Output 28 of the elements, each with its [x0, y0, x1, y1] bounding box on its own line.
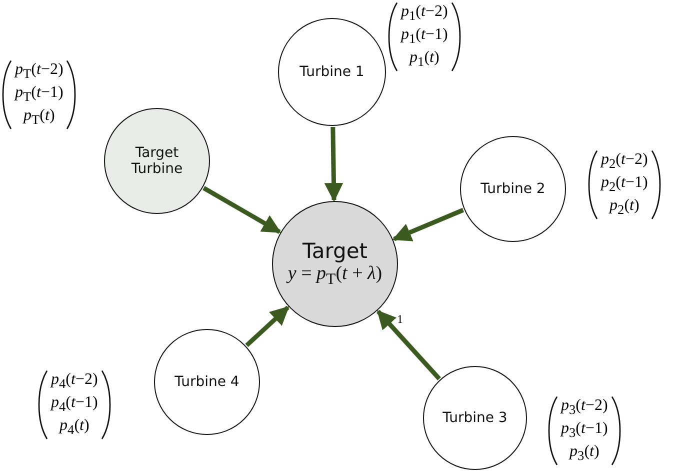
vector-entry: p$_{1}$(t−2) [401, 2, 448, 26]
vector-entry: p$_{T}$(t−2) [15, 60, 64, 84]
node-label: Turbine 1 [298, 64, 366, 80]
node-label: Turbine 2 [480, 181, 546, 197]
arrow [202, 186, 282, 234]
vector-entry: p$_{1}$(t) [410, 48, 440, 72]
arrow [245, 306, 290, 348]
node-label: Turbine 4 [174, 374, 240, 390]
arrow [376, 310, 441, 380]
arrow [392, 208, 464, 242]
vector-entry: p$_{4}$(t) [60, 416, 90, 440]
vector-entry: p$_{4}$(t−1) [51, 393, 98, 416]
vector-entry: p$_{2}$(t) [610, 196, 640, 220]
note-label: 1 [397, 312, 403, 327]
vector-entry: p$_{2}$(t−1) [601, 173, 648, 196]
vector-entry: p$_{T}$(t−1) [15, 83, 64, 106]
vector-entry: p$_{2}$(t−2) [601, 150, 648, 174]
node-label: Target Turbine [130, 145, 184, 177]
vector-entry: p$_{1}$(t−1) [401, 25, 448, 48]
vector-entry: p$_{4}$(t−2) [51, 370, 98, 394]
vector-entry: p$_{T}$(t) [24, 106, 55, 130]
vector-entry: p$_{3}$(t) [570, 442, 600, 466]
formula: y = p$_{T}$(t + λ) [288, 263, 382, 289]
vector-entry: p$_{3}$(t−2) [561, 396, 608, 420]
arrow [324, 126, 344, 202]
node-label: Turbine 3 [442, 410, 508, 426]
vector-entry: p$_{3}$(t−1) [561, 419, 608, 442]
node-label: Target [302, 239, 368, 264]
